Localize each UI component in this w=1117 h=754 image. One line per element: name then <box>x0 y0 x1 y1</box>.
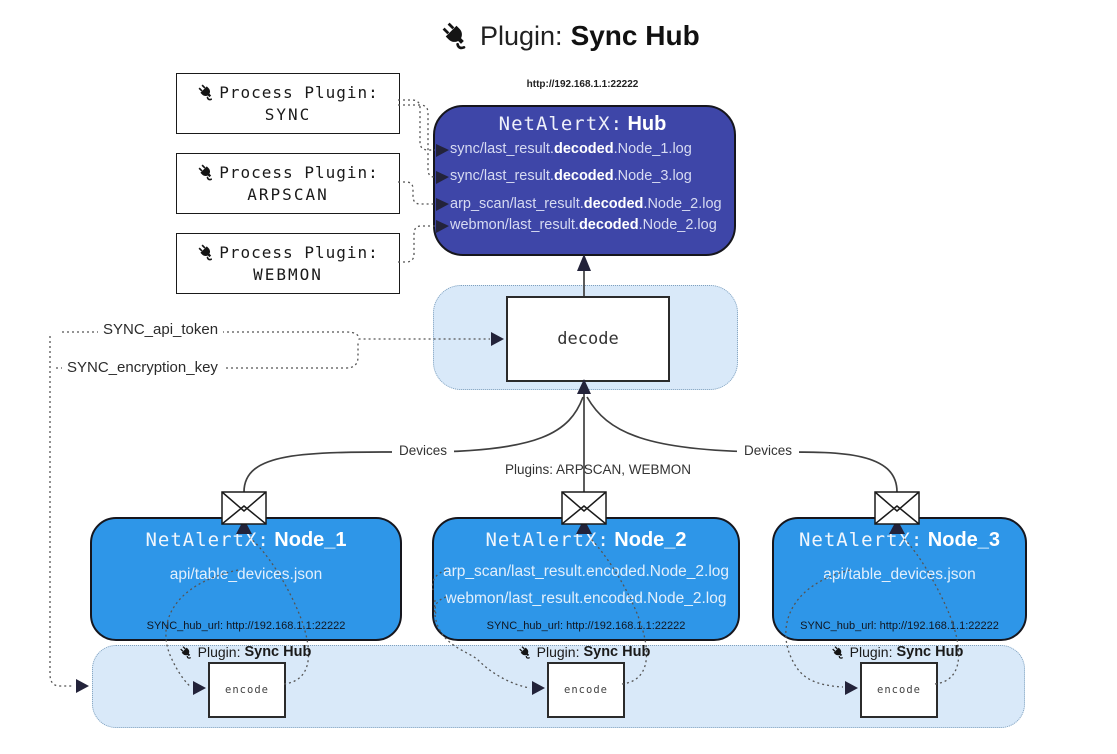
process-plugin-name: SYNC <box>264 105 312 124</box>
node-file: arp_scan/last_result.encoded.Node_2.log <box>442 563 730 580</box>
process-plugin-label: Process Plugin: <box>219 243 379 262</box>
process-plugin-name: WEBMON <box>253 265 323 284</box>
process-plugin-name: ARPSCAN <box>247 185 329 204</box>
encode-box: encode <box>208 662 286 718</box>
title-prefix: Plugin: <box>480 20 563 51</box>
encode-plugin-label: Plugin: Sync Hub <box>807 644 987 660</box>
hub-title: NetAlertX: Hub <box>498 113 667 135</box>
plug-icon <box>197 243 216 262</box>
node-title: NetAlertX: Node_1 <box>145 529 347 551</box>
devices-edge-label: Devices <box>737 443 800 458</box>
node1-box: NetAlertX: Node_1 api/table_devices.json… <box>90 517 402 641</box>
sync-encryption-key-label: SYNC_encryption_key <box>62 359 223 376</box>
plug-icon <box>179 645 194 660</box>
node-file: api/table_devices.json <box>823 566 976 583</box>
plug-icon <box>518 645 533 660</box>
node3-box: NetAlertX: Node_3 api/table_devices.json… <box>772 517 1027 641</box>
node2-box: NetAlertX: Node_2 arp_scan/last_result.e… <box>432 517 740 641</box>
sync-api-token-label: SYNC_api_token <box>98 321 224 338</box>
node-file: api/table_devices.json <box>169 566 323 583</box>
plug-icon <box>831 645 846 660</box>
hub-box <box>433 105 736 256</box>
title-name: Sync Hub <box>570 20 700 51</box>
encode-box: encode <box>547 662 625 718</box>
page-title: Plugin: Sync Hub <box>440 16 700 56</box>
devices-edge-label: Devices <box>392 443 455 458</box>
node-hub-url: SYNC_hub_url: http://192.168.1.1:22222 <box>486 620 686 632</box>
plugins-edge-label: Plugins: ARPSCAN, WEBMON <box>505 462 692 477</box>
process-plugin-arpscan: Process Plugin: ARPSCAN <box>176 153 400 214</box>
process-plugin-sync: Process Plugin: SYNC <box>176 73 400 134</box>
process-plugin-webmon: Process Plugin: WEBMON <box>176 233 400 294</box>
plug-icon <box>440 20 472 52</box>
process-plugin-label: Process Plugin: <box>219 163 379 182</box>
decode-box: decode <box>506 296 670 382</box>
node-title: NetAlertX: Node_3 <box>798 529 1001 551</box>
encode-plugin-label: Plugin: Sync Hub <box>494 644 674 660</box>
hub-file: webmon/last_result.decoded.Node_2.log <box>450 217 717 233</box>
node-file: webmon/last_result.encoded.Node_2.log <box>445 590 727 607</box>
hub-file: sync/last_result.decoded.Node_3.log <box>450 168 692 184</box>
node-title: NetAlertX: Node_2 <box>485 529 687 551</box>
hub-file: sync/last_result.decoded.Node_1.log <box>450 141 692 157</box>
hub-url-label: http://192.168.1.1:22222 <box>526 79 639 90</box>
encode-plugin-label: Plugin: Sync Hub <box>155 644 335 660</box>
hub-file: arp_scan/last_result.decoded.Node_2.log <box>450 196 722 212</box>
node-hub-url: SYNC_hub_url: http://192.168.1.1:22222 <box>146 620 346 632</box>
process-plugin-label: Process Plugin: <box>219 83 379 102</box>
encode-box: encode <box>860 662 938 718</box>
plug-icon <box>197 83 216 102</box>
node-hub-url: SYNC_hub_url: http://192.168.1.1:22222 <box>800 620 999 632</box>
plug-icon <box>197 163 216 182</box>
